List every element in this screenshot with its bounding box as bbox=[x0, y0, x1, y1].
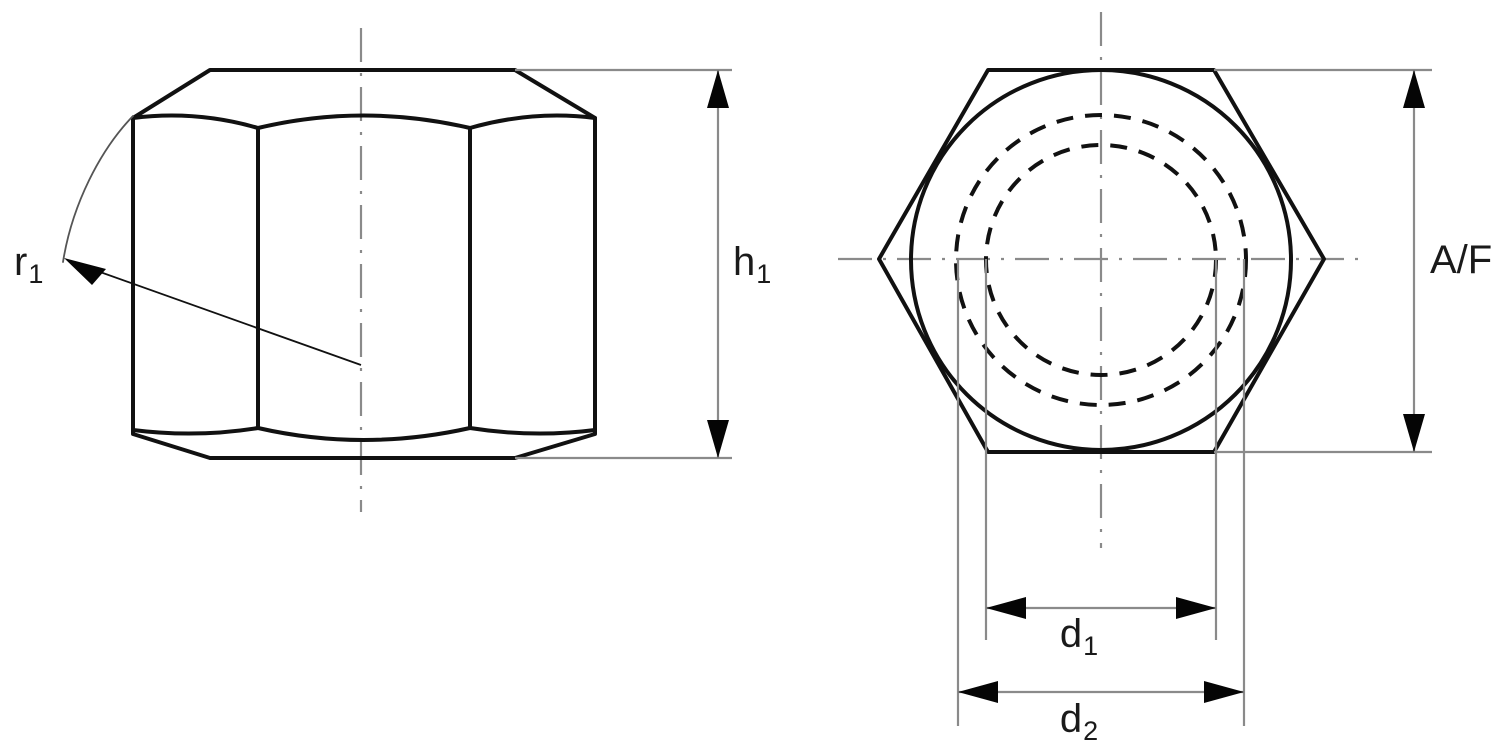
d1-arrowhead-left bbox=[986, 597, 1026, 619]
label-h1: h1 bbox=[733, 240, 771, 290]
front-view-group bbox=[62, 28, 732, 512]
chamfer-arc-bottom-left bbox=[131, 426, 260, 436]
label-d1-main: d bbox=[1060, 612, 1082, 656]
chamfer-arc-top-center bbox=[256, 113, 472, 130]
label-r1-subscript: 1 bbox=[28, 259, 43, 289]
label-h1-subscript: 1 bbox=[756, 259, 771, 289]
label-d2-main: d bbox=[1060, 697, 1082, 741]
d2-arrowhead-left bbox=[958, 681, 998, 703]
dimension-labels-group: r1 h1 A/F d1 d2 bbox=[14, 238, 1492, 747]
label-r1: r1 bbox=[14, 240, 43, 290]
thread-major-circle-d2 bbox=[954, 113, 1248, 407]
label-d1: d1 bbox=[1060, 612, 1098, 662]
chamfer-arc-bottom-right bbox=[468, 426, 597, 436]
af-arrowhead-top bbox=[1403, 70, 1425, 108]
chamfer-arc-bottom-center bbox=[256, 426, 472, 442]
label-d2: d2 bbox=[1060, 697, 1098, 747]
af-arrowhead-bottom bbox=[1403, 414, 1425, 452]
chamfer-circle bbox=[909, 68, 1293, 452]
label-d2-subscript: 2 bbox=[1083, 716, 1098, 746]
nut-outer-silhouette bbox=[131, 68, 597, 460]
h1-arrowhead-bottom bbox=[707, 420, 729, 458]
label-d1-subscript: 1 bbox=[1083, 631, 1098, 661]
chamfer-arc-top-left bbox=[131, 113, 260, 130]
label-h1-main: h bbox=[733, 240, 755, 284]
chamfer-radius-arc bbox=[62, 115, 134, 263]
r1-leader-line bbox=[71, 261, 362, 366]
chamfer-arc-top-right bbox=[468, 113, 597, 130]
label-r1-main: r bbox=[14, 240, 27, 284]
d2-arrowhead-right bbox=[1204, 681, 1244, 703]
label-af: A/F bbox=[1430, 238, 1492, 282]
label-af-main: A/F bbox=[1430, 238, 1492, 282]
h1-arrowhead-top bbox=[707, 70, 729, 108]
r1-leader-arrowhead bbox=[64, 258, 106, 285]
d1-arrowhead-right bbox=[1176, 597, 1216, 619]
top-view-group bbox=[838, 12, 1432, 726]
